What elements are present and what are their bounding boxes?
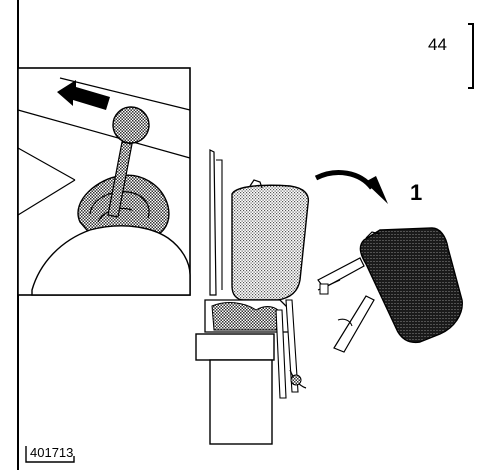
step-callout: 1 bbox=[410, 180, 422, 205]
swing-arrow-icon bbox=[316, 173, 388, 204]
figure-code: 401713 bbox=[30, 445, 73, 460]
hinged-cover-icon bbox=[318, 228, 462, 352]
page-number: 44 bbox=[428, 35, 447, 54]
seat-assembly-icon bbox=[196, 150, 308, 444]
page-bracket-icon bbox=[468, 24, 473, 88]
